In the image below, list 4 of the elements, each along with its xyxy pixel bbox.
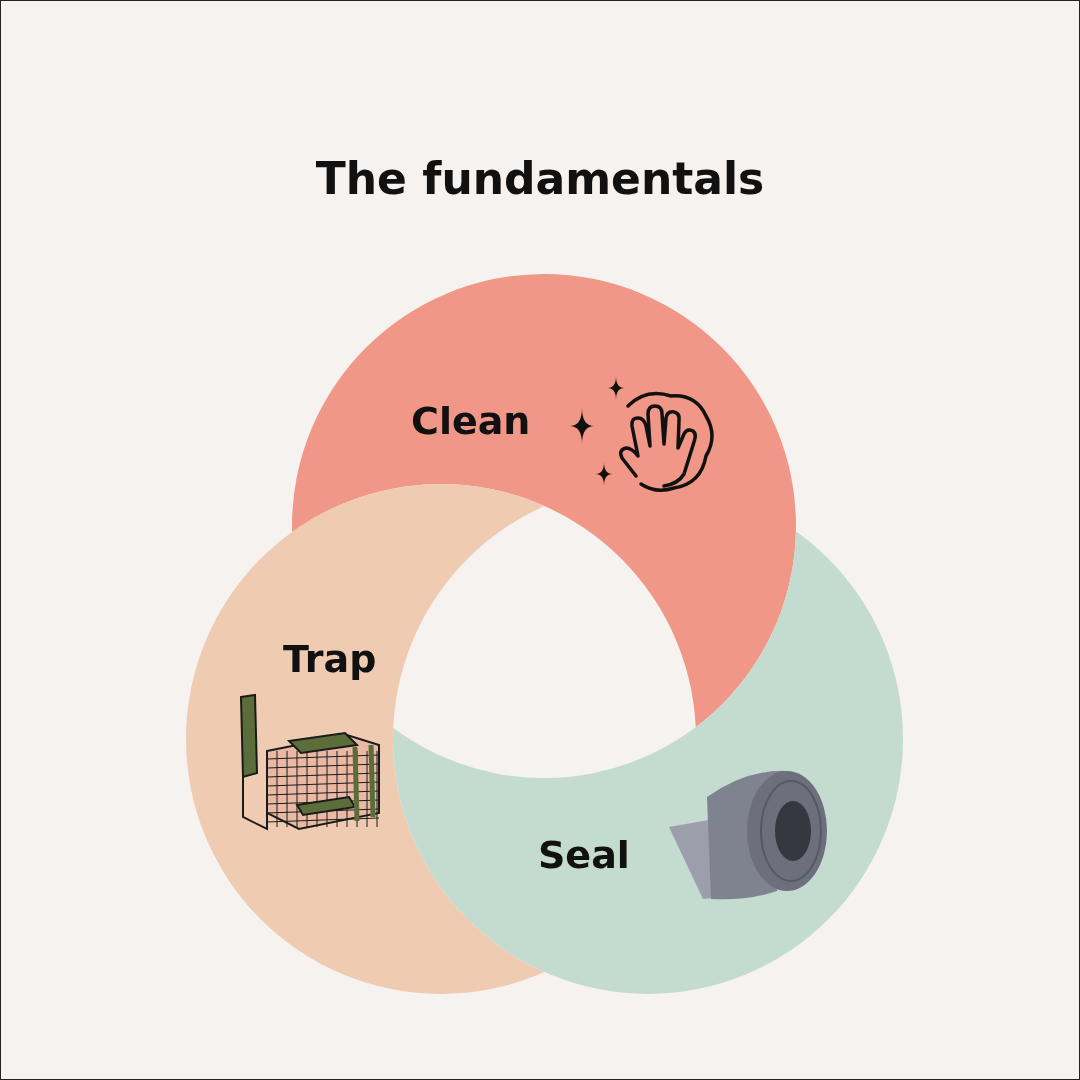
diagram-title: The fundamentals (314, 153, 766, 204)
circle-label: Seal (538, 833, 630, 877)
circle-label: Trap (283, 637, 377, 681)
circle-label: Clean (411, 399, 531, 443)
